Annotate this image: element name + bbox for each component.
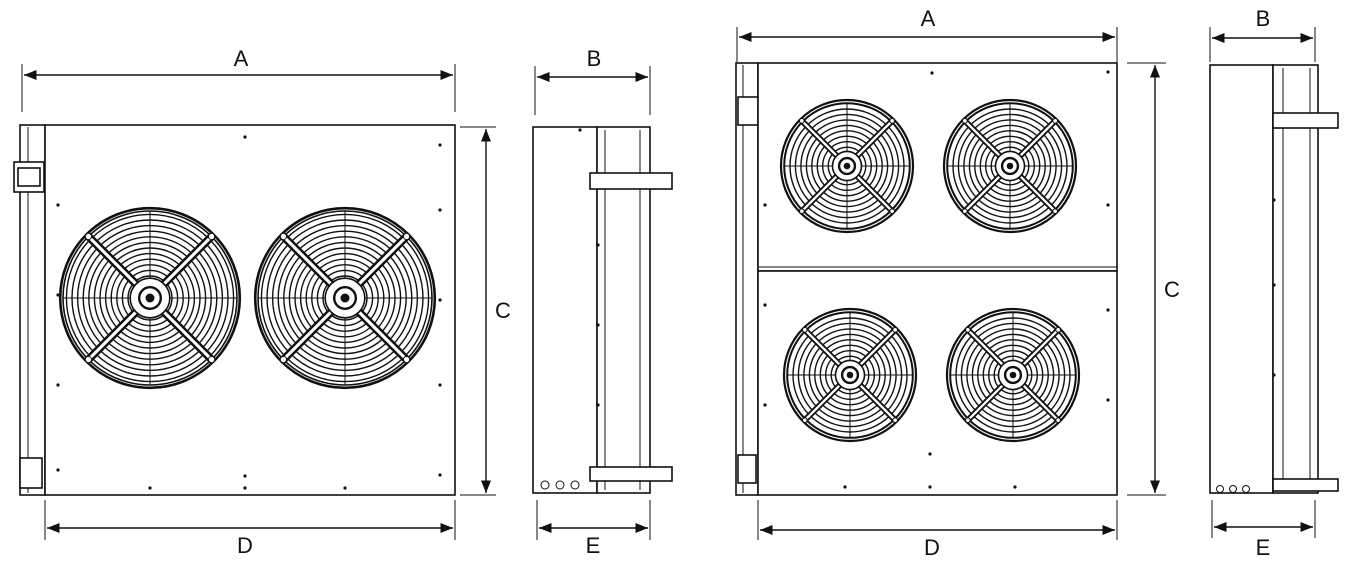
label-c: C bbox=[1164, 277, 1180, 302]
dimension-a: A bbox=[736, 6, 1118, 62]
dimension-e: E bbox=[1211, 500, 1316, 560]
label-a: A bbox=[234, 46, 249, 71]
hinge-top bbox=[737, 96, 759, 126]
dimension-d: D bbox=[44, 500, 456, 558]
dimension-a: A bbox=[21, 46, 456, 112]
dimension-c: C bbox=[1127, 62, 1180, 496]
label-d: D bbox=[924, 535, 940, 560]
dimension-b: B bbox=[534, 46, 651, 115]
fan-guard-icon bbox=[58, 206, 242, 390]
mounting-bracket-top bbox=[589, 172, 673, 190]
fan-guard-icon bbox=[779, 98, 915, 234]
fan-guard-icon bbox=[253, 206, 437, 390]
four-fan-front-view: A C D bbox=[735, 6, 1180, 560]
hinge-column bbox=[735, 62, 759, 496]
hinge-bottom bbox=[19, 457, 43, 489]
pipe-connections bbox=[540, 480, 580, 490]
label-d: D bbox=[237, 533, 253, 558]
mounting-bracket-bottom bbox=[1272, 478, 1339, 492]
fan-housing bbox=[1272, 64, 1319, 494]
pipe-connections bbox=[1216, 485, 1250, 493]
panel-screws bbox=[763, 70, 1110, 489]
panel-screws bbox=[56, 135, 442, 490]
label-e: E bbox=[1256, 535, 1271, 560]
mounting-bracket-bottom bbox=[589, 466, 673, 482]
fan-guard-icon bbox=[945, 307, 1081, 443]
mounting-bracket-top bbox=[1272, 112, 1339, 129]
two-fan-side-view: B E bbox=[532, 46, 673, 558]
label-c: C bbox=[495, 298, 511, 323]
dimension-c: C bbox=[460, 126, 511, 496]
four-fan-side-view: B E bbox=[1209, 6, 1339, 560]
fan-guard-icon bbox=[782, 307, 918, 443]
label-a: A bbox=[921, 6, 936, 31]
dimension-b: B bbox=[1209, 6, 1316, 62]
label-e: E bbox=[586, 533, 601, 558]
label-b: B bbox=[587, 46, 602, 71]
coil-body bbox=[1209, 64, 1274, 494]
two-fan-front-view: A C bbox=[13, 46, 511, 558]
dimension-d: D bbox=[757, 500, 1118, 560]
hinge-bottom bbox=[737, 454, 757, 484]
dimension-e: E bbox=[536, 500, 651, 558]
label-b: B bbox=[1256, 6, 1271, 31]
coil-body bbox=[532, 126, 598, 494]
fan-guard-icon bbox=[942, 98, 1078, 234]
